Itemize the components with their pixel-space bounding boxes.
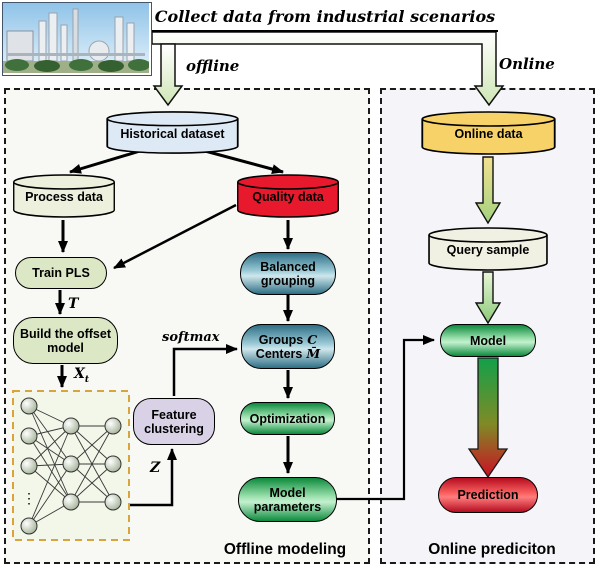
x-main: X [74,366,85,382]
page-title: Collect data from industrial scenarios [152,3,498,32]
edge-label-softmax: softmax [162,330,220,345]
balanced-grouping-box: Balanced grouping [240,252,336,295]
offset-model-box: Build the offset model [13,317,118,364]
quality-data-cylinder: Quality data [236,173,340,219]
online-data-cylinder: Online data [420,110,557,156]
x-sub: t [84,374,90,385]
centers-word: Centers [255,346,303,361]
process-data-cylinder: Process data [12,173,116,219]
factory-image [2,2,152,76]
offline-branch-label: offline [186,57,240,75]
feature-clustering-box: Feature clustering [133,398,215,445]
model-parameters-box: Model parameters [238,477,337,522]
optimization-box: Optimization [240,402,335,435]
historical-dataset-cylinder: Historical dataset [105,110,240,155]
groups-word: Groups [258,332,304,347]
query-sample-cylinder: Query sample [427,226,549,272]
process-data-label: Process data [25,190,103,205]
centers-symbol: M̄ [306,345,321,361]
historical-dataset-label: Historical dataset [120,126,225,141]
model-box: Model [440,324,536,357]
groups-symbol: C [307,331,318,347]
industrial-plant-illustration [3,3,150,73]
online-data-label: Online data [454,127,523,142]
query-sample-label: Query sample [446,243,530,258]
quality-data-label: Quality data [252,190,324,205]
train-pls-box: Train PLS [15,257,107,289]
offline-panel-caption: Offline modeling [223,541,347,558]
edge-label-z: Z [150,460,161,476]
edge-label-t: T [68,296,79,312]
prediction-box: Prediction [438,477,538,513]
edge-label-xt: Xt [74,366,89,385]
online-panel-caption: Online prediciton [428,541,556,558]
online-branch-label: Online [499,55,555,73]
